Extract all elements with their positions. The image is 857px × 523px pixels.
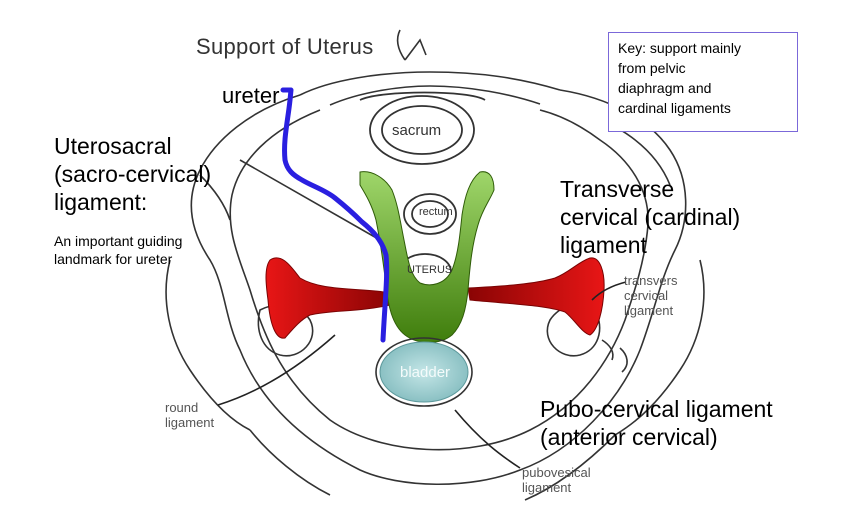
cardinal-ligament-right (467, 257, 605, 336)
key-box: Key: support mainly from pelvic diaphrag… (608, 32, 798, 132)
sacrum-shape (359, 91, 486, 165)
rectum-shape (403, 193, 457, 235)
transvers-cervical-ligament-label: transvers cervical ligament (624, 273, 678, 318)
uterosacral-label: Uterosacral (sacro-cervical) ligament: (54, 133, 212, 215)
uterosacral-note: An important guiding landmark for ureter (54, 233, 183, 267)
rectum-label: rectum (419, 206, 453, 218)
transverse-cervical-label: Transverse cervical (cardinal) ligament (560, 176, 741, 258)
leader-lines (217, 281, 627, 469)
ureter-line (280, 87, 390, 343)
pubovesical-ligament-label: pubovesical ligament (522, 465, 591, 495)
key-text: Key: support mainly from pelvic diaphrag… (618, 40, 741, 116)
cardinal-ligament-left (265, 257, 391, 339)
pubo-cervical-label: Pubo-cervical ligament (anterior cervica… (540, 396, 773, 450)
sacrum-label: sacrum (392, 122, 442, 139)
round-ligament-label: round ligament (165, 400, 215, 430)
bladder-label: bladder (400, 364, 451, 381)
bladder-shape (375, 337, 473, 407)
ureter-label: ureter (222, 83, 280, 108)
uterus-label: UTERUS (407, 264, 453, 276)
diagram-title: Support of Uterus (196, 34, 374, 59)
